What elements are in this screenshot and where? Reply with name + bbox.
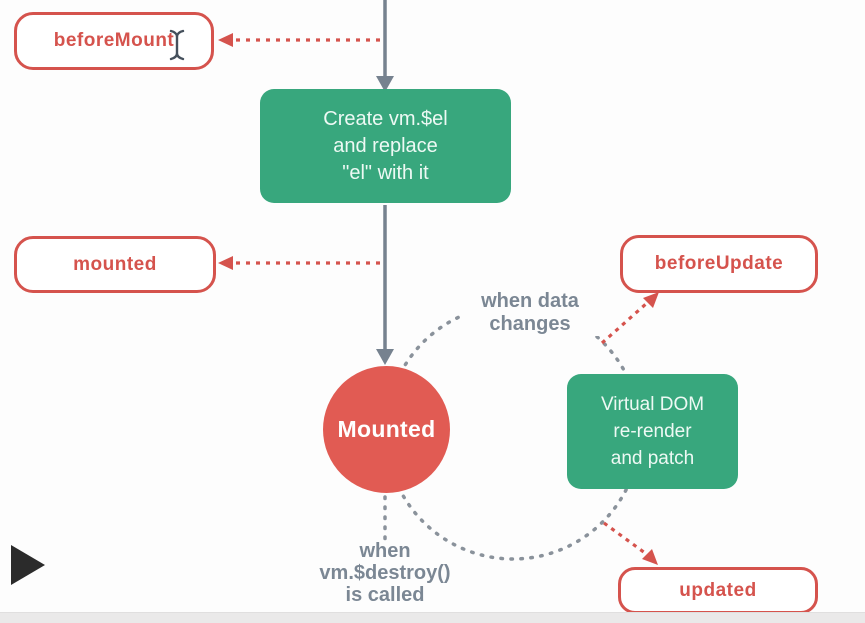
before-mount-connector-arrowhead	[218, 33, 233, 47]
create-el-line2: and replace	[333, 134, 438, 157]
updated-hook: updated	[618, 567, 818, 614]
create-el-line1: Create vm.$el	[323, 107, 448, 130]
text-cursor-icon	[169, 29, 185, 61]
flow-arrow-top-head	[376, 76, 394, 92]
before-mount-label: beforeMount	[53, 30, 175, 51]
before-update-label: beforeUpdate	[654, 253, 784, 274]
create-el-line3: "el" with it	[342, 161, 429, 184]
updated-connector	[603, 521, 646, 555]
when-data-line2: changes	[489, 313, 571, 335]
when-destroy-note: when vm.$destroy() is called	[300, 540, 470, 606]
updated-connector-arrowhead	[642, 549, 658, 565]
mounted-state-circle: Mounted	[323, 366, 450, 493]
before-update-hook: beforeUpdate	[620, 235, 818, 293]
virtual-dom-line1: Virtual DOM	[600, 394, 705, 415]
before-mount-hook: beforeMount	[14, 12, 214, 70]
mounted-hook-label: mounted	[73, 253, 157, 275]
updated-label: updated	[679, 579, 757, 601]
mounted-state-label: Mounted	[337, 416, 436, 442]
create-el-step: Create vm.$el and replace "el" with it	[260, 89, 511, 203]
virtual-dom-step: Virtual DOM re-render and patch	[567, 374, 738, 489]
when-data-line1: when data	[481, 290, 579, 312]
before-update-connector	[600, 301, 649, 345]
flow-arrow-mid-head	[376, 349, 394, 365]
when-data-changes-note: when data changes	[460, 290, 600, 336]
virtual-dom-line3: and patch	[610, 448, 695, 469]
when-destroy-line3: is called	[345, 584, 425, 606]
play-icon[interactable]	[11, 545, 45, 585]
mounted-connector-arrowhead	[218, 256, 233, 270]
when-destroy-line2: vm.$destroy()	[319, 562, 451, 584]
player-progress-bar[interactable]	[0, 612, 865, 623]
virtual-dom-line2: re-render	[613, 421, 692, 442]
when-destroy-line1: when	[359, 540, 411, 562]
mounted-hook: mounted	[14, 236, 216, 293]
before-update-connector-arrowhead	[643, 292, 659, 308]
